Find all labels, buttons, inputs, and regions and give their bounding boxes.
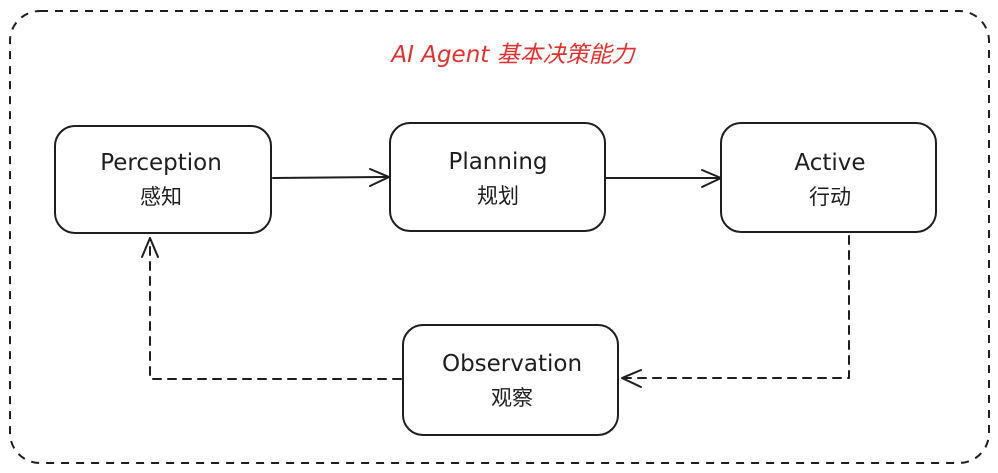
node-planning-label-en: Planning	[448, 149, 547, 175]
node-active-label-zh: 行动	[809, 185, 851, 209]
node-observation: Observation 观察	[402, 324, 619, 436]
node-perception-label-en: Perception	[100, 150, 222, 176]
node-active-label-en: Active	[794, 150, 865, 176]
node-active: Active 行动	[720, 122, 937, 233]
node-observation-label-zh: 观察	[491, 386, 533, 410]
node-observation-label-en: Observation	[442, 351, 582, 377]
edge-active-to-observation	[621, 235, 850, 388]
node-planning-box	[389, 122, 606, 232]
edge-planning-to-active	[605, 169, 722, 188]
diagram-frame	[9, 10, 990, 464]
node-planning-label-zh: 规划	[477, 184, 519, 208]
node-observation-box	[402, 324, 619, 436]
node-planning: Planning 规划	[389, 122, 606, 232]
node-perception-box	[54, 125, 272, 234]
node-perception: Perception 感知	[54, 125, 272, 234]
node-active-box	[720, 122, 937, 233]
node-perception-label-zh: 感知	[140, 185, 182, 209]
edge-perception-to-planning	[272, 168, 390, 187]
diagram-title: AI Agent 基本决策能力	[389, 42, 636, 68]
edge-observation-to-perception	[141, 237, 402, 380]
